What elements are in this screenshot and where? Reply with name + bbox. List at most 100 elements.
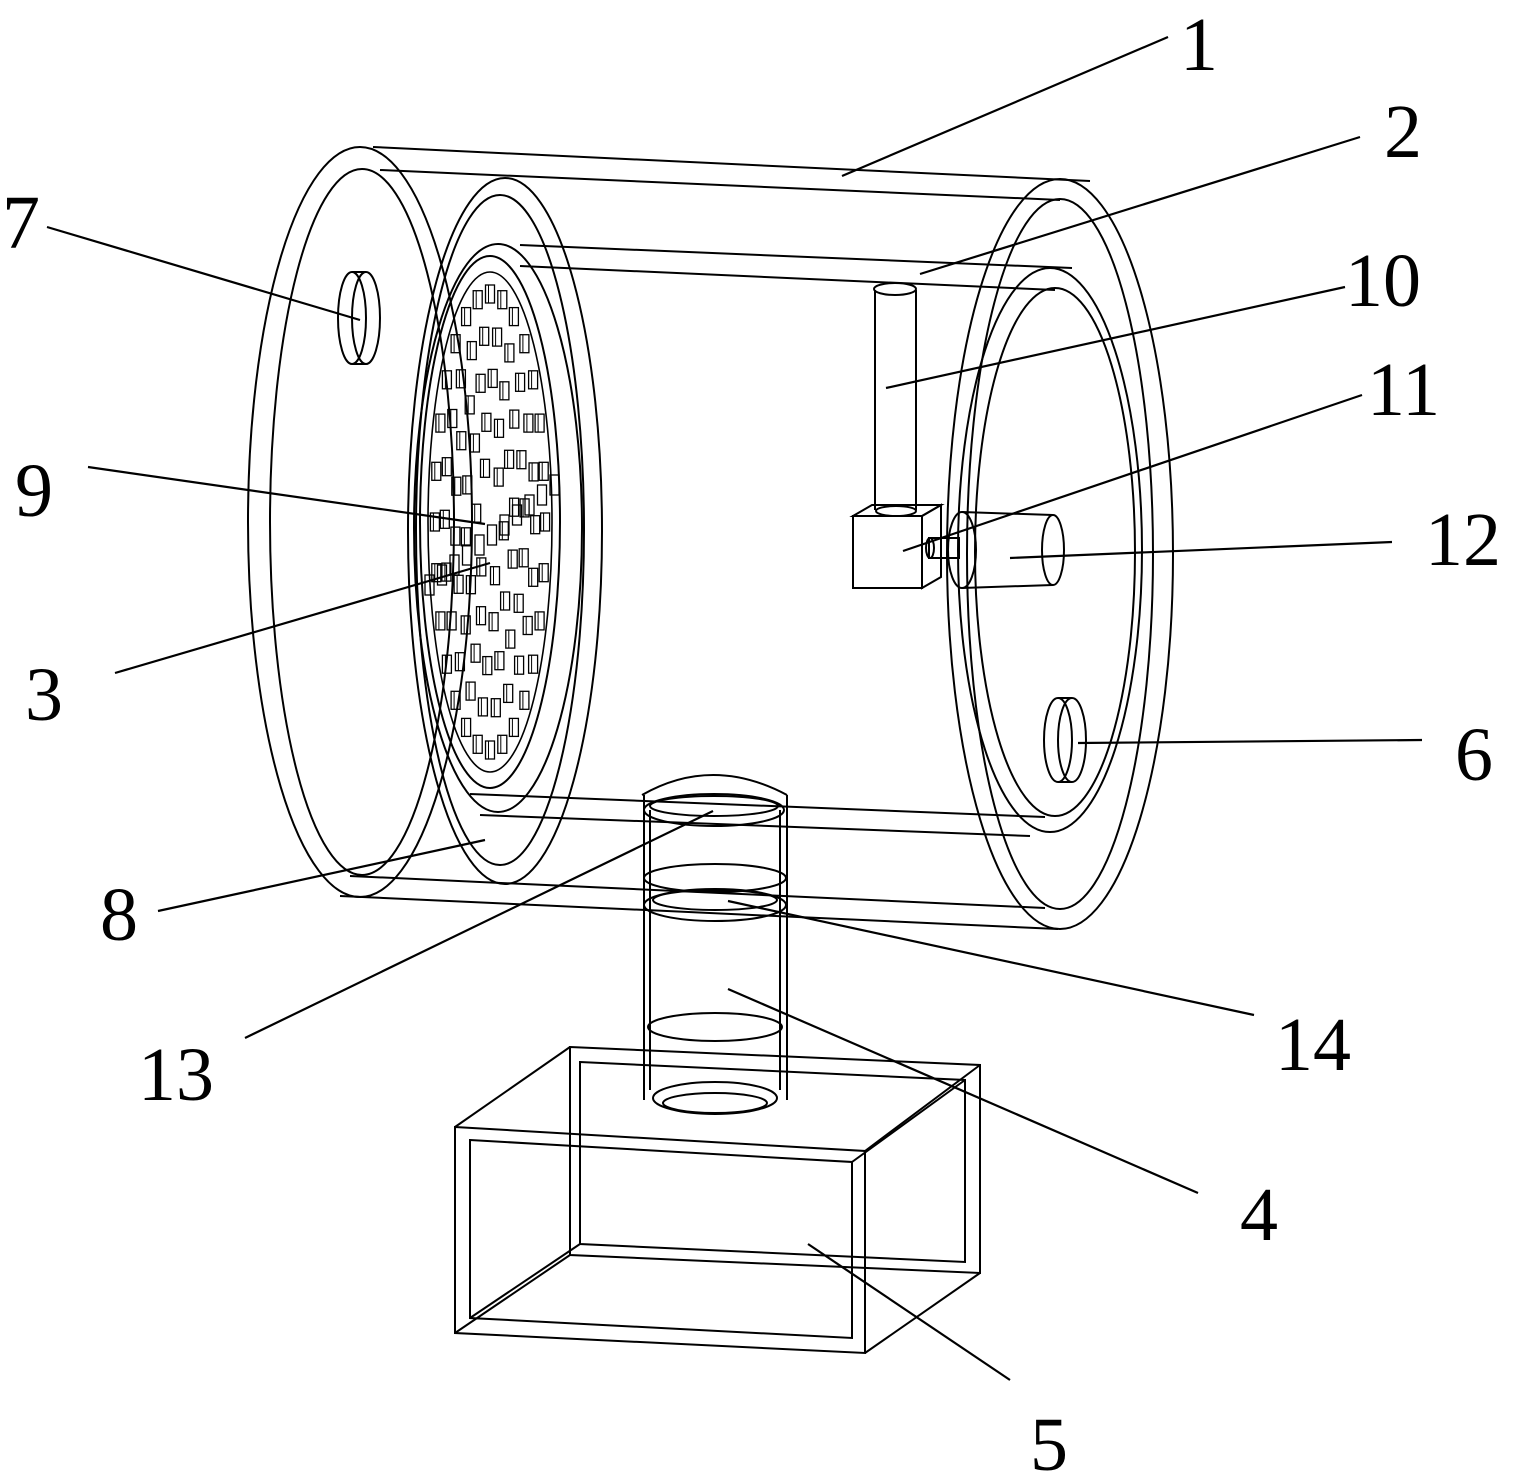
cutter-blade [461,544,473,566]
cutter-blade [530,515,541,535]
cutter-blade [475,373,486,393]
cutter-blade [513,655,525,675]
cutter-blade [539,512,551,532]
cutter-blade [499,591,511,611]
cutter-blade [450,690,461,710]
cutter-blade [507,549,518,569]
cutter-blade [450,526,461,546]
cutter-blade [518,548,529,568]
cutter-disc [424,271,560,773]
cutter-blade [462,475,473,495]
cutter-blade [503,449,515,469]
label-10: 10 [1345,239,1421,323]
cutter-blade [524,494,535,516]
cutter-blade [477,697,489,717]
cutter-blade [493,418,505,438]
cutter-blades [424,284,560,760]
cutter-blade [441,457,452,477]
cutter-blade [469,433,481,453]
cutter-blade [481,412,492,432]
label-4: 4 [1240,1173,1278,1257]
cutter-blade [503,683,514,704]
cutter-blade [516,450,527,470]
cutter-blade [497,734,508,754]
cutter-blade [527,654,539,674]
label-6: 6 [1455,713,1493,797]
cutter-blade [479,458,491,478]
cutter-blade [472,290,483,310]
cutter-blade [475,606,487,626]
cutter-blade [527,370,539,390]
cutter-blade [534,413,545,433]
cutter-blade [538,563,549,583]
label-11: 11 [1367,348,1440,432]
cutter-blade [479,326,490,346]
cutter-blade [505,629,516,649]
cutter-blade [429,512,441,532]
cutter-blade [447,408,458,429]
cutter-blade [472,734,483,754]
cutter-blade [538,461,549,481]
cutter-blade [451,476,462,496]
label-2: 2 [1384,90,1422,174]
cutter-blade [450,334,461,354]
cutter-blade [460,717,472,738]
cutter-blade [489,566,501,586]
cutter-blade [504,343,515,363]
cutter-blade [514,372,526,392]
connector-block [849,503,960,590]
cutter-blade [534,611,545,631]
cutter-blade [493,467,504,487]
label-8: 8 [100,873,138,957]
cutter-blade [509,409,520,429]
motor-shaft [947,511,1065,589]
cutter-blade [487,368,498,389]
hole-6 [1043,697,1087,783]
cutter-blade [508,306,520,327]
cutter-blade [499,514,510,536]
cutter-blade [424,574,435,596]
cutter-blade [446,611,457,631]
hole-7 [337,271,381,365]
cutter-blade [435,413,446,433]
collection-box [454,1045,981,1355]
cutter-blade [482,655,493,676]
cutter-blade [511,504,523,526]
cutter-blade [549,474,560,496]
cutter-blade [484,740,496,760]
outer-cylinder [339,146,1174,930]
cutter-blade [528,462,539,482]
cutter-blade [528,567,539,587]
cutter-blade [460,306,472,327]
cutter-blade [519,690,530,710]
reference-numerals: 1 2 10 11 12 6 7 9 3 8 13 14 4 5 [2,3,1501,1479]
cutter-blade [508,497,520,517]
cutter-blade [497,290,508,310]
cutter-blade [519,334,530,354]
discharge-pipe [641,774,788,1115]
cutter-blade [508,717,520,738]
cutter-blade [465,575,477,595]
cutter-blade [498,521,509,541]
cutter-blade [486,524,498,546]
cutter-blade [460,615,471,635]
label-13: 13 [138,1033,214,1117]
label-7: 7 [2,181,40,265]
cutter-blade [464,395,475,415]
cutter-blade [460,527,472,547]
label-3: 3 [25,653,63,737]
cutter-blade [449,554,460,576]
cutter-blade [454,652,466,672]
cutter-blade [474,534,485,556]
cutter-blade [522,615,533,636]
cutter-blade [456,431,467,451]
cutter-blade [491,327,503,347]
label-5: 5 [1030,1403,1068,1479]
cutter-blade [431,461,442,481]
cutter-blade [435,611,446,631]
cutter-blade [494,651,505,671]
label-1: 1 [1180,3,1218,87]
cutter-blade [441,654,453,674]
cutter-blade [465,681,476,701]
cutter-blade [471,503,482,523]
